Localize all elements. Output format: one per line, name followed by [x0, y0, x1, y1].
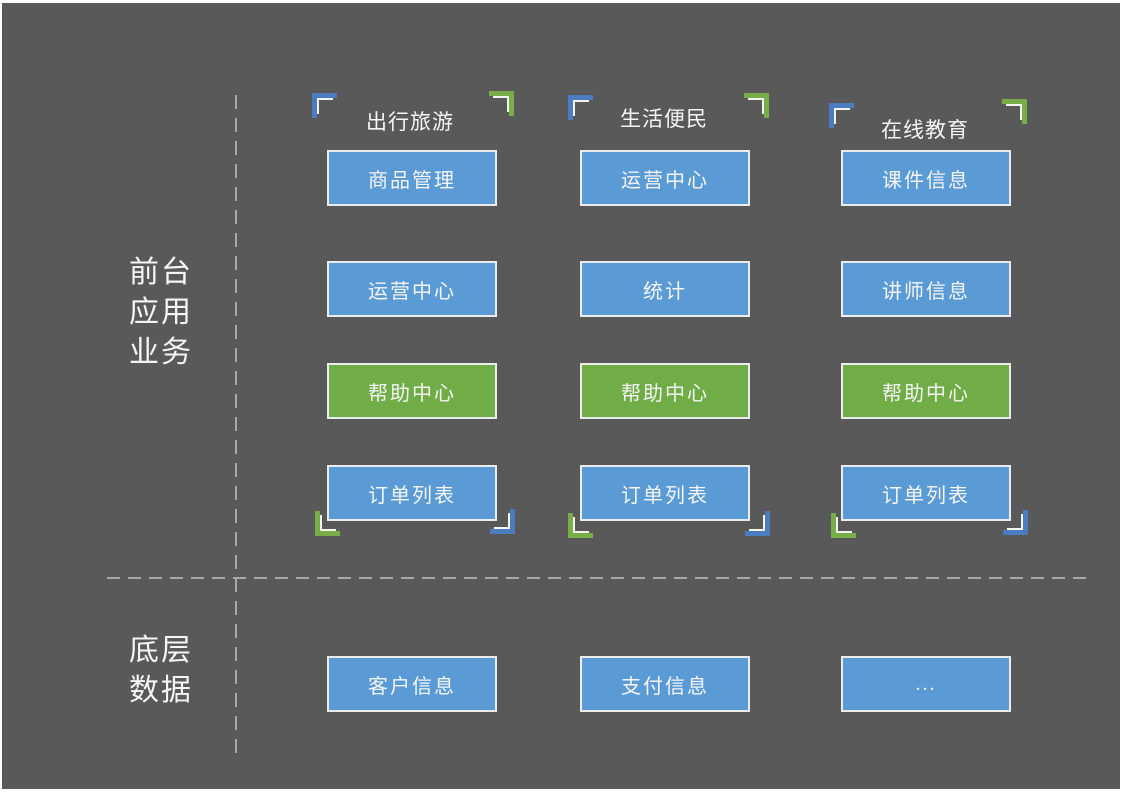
label-line: 底层: [129, 634, 193, 667]
corner-bracket-bottom-right-icon: [745, 511, 770, 536]
bottom-data-label: 底层 数据: [129, 631, 193, 711]
label-line: 业务: [129, 336, 193, 369]
front-office-label: 前台 应用 业务: [129, 253, 193, 373]
label-line: 数据: [129, 674, 193, 707]
horizontal-divider-dashed: [107, 577, 1090, 579]
corner-bracket-bottom-left-icon: [315, 511, 340, 536]
corner-bracket-top-right-icon: [1002, 99, 1027, 124]
node-box: 帮助中心: [841, 363, 1011, 419]
data-node-box: 客户信息: [327, 656, 497, 712]
node-box: 讲师信息: [841, 261, 1011, 317]
node-box: 订单列表: [841, 465, 1011, 521]
node-box: 订单列表: [580, 465, 750, 521]
corner-bracket-bottom-left-icon: [568, 513, 593, 538]
corner-bracket-top-left-icon: [312, 93, 337, 118]
label-line: 前台: [129, 256, 193, 289]
node-box: 商品管理: [327, 150, 497, 206]
node-box: 运营中心: [580, 150, 750, 206]
corner-bracket-bottom-right-icon: [490, 509, 515, 534]
column-header-travel: 出行旅游: [366, 110, 454, 134]
corner-bracket-bottom-right-icon: [1003, 510, 1028, 535]
node-box: 帮助中心: [327, 363, 497, 419]
corner-bracket-top-left-icon: [829, 103, 854, 128]
label-line: 应用: [129, 296, 193, 329]
node-box: 统计: [580, 261, 750, 317]
corner-bracket-top-right-icon: [489, 91, 514, 116]
corner-bracket-bottom-left-icon: [831, 513, 856, 538]
node-box: 帮助中心: [580, 363, 750, 419]
column-header-life: 生活便民: [620, 107, 708, 131]
data-node-box: ...: [841, 656, 1011, 712]
data-node-box: 支付信息: [580, 656, 750, 712]
corner-bracket-top-left-icon: [568, 95, 593, 120]
slide-canvas: 前台 应用 业务 底层 数据 出行旅游 商品管理 运营中心 帮助中心 订单列表 …: [2, 3, 1120, 789]
node-box: 订单列表: [327, 465, 497, 521]
node-box: 运营中心: [327, 261, 497, 317]
corner-bracket-top-right-icon: [744, 93, 769, 118]
vertical-divider-dashed: [235, 95, 237, 758]
column-header-education: 在线教育: [881, 118, 969, 142]
node-box: 课件信息: [841, 150, 1011, 206]
